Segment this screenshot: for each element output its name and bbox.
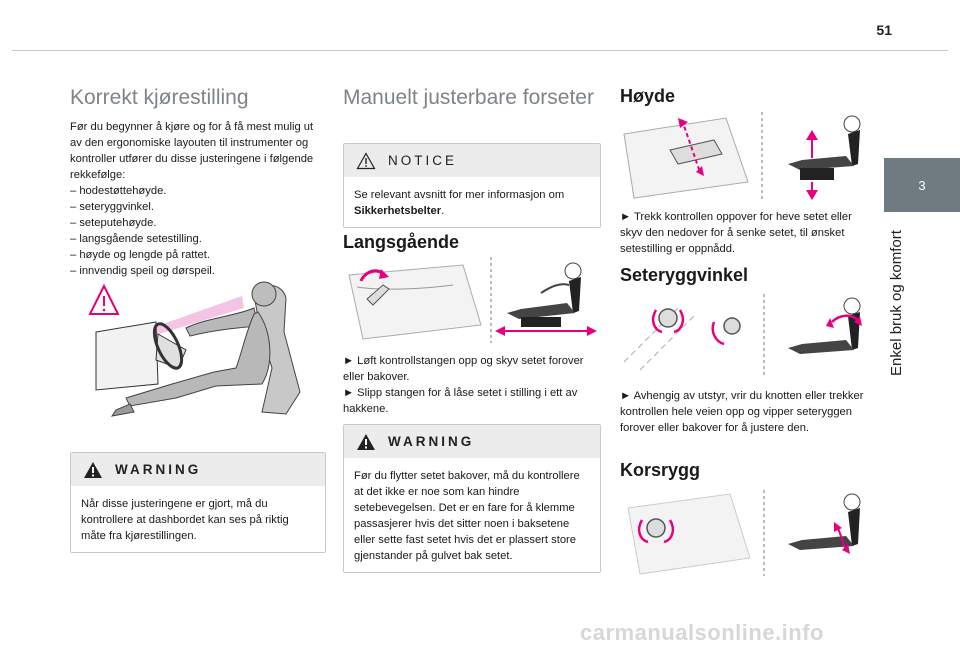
- warning-triangle-icon: [357, 433, 375, 450]
- list-item: – høyde og lengde på rattet.: [70, 249, 210, 261]
- header-rule: [12, 50, 948, 51]
- notice-box: NOTICE Se relevant avsnitt for mer infor…: [343, 143, 601, 228]
- notice-text: Se relevant avsnitt for mer informasjon …: [344, 177, 600, 227]
- notice-text-end: .: [441, 205, 445, 217]
- warning-box-1: WARNING Når disse justeringene er gjort,…: [70, 452, 326, 553]
- list-item: – langsgående setestilling.: [70, 233, 202, 245]
- subsection-title-langsgaende: Langsgående: [343, 232, 460, 252]
- notice-triangle-icon: [356, 151, 376, 169]
- section-title-korrekt: Korrekt kjørestilling: [70, 86, 249, 109]
- page-number: 51: [876, 22, 892, 38]
- list-item: – hodestøttehøyde.: [70, 185, 167, 197]
- longitudinal-adjustment-illustration: [348, 257, 597, 343]
- backrest-angle-illustration: [623, 294, 862, 378]
- watermark: carmanualsonline.info: [580, 620, 824, 645]
- warning-header: WARNING: [71, 453, 325, 486]
- subsection-title-hoyde: Høyde: [620, 86, 676, 106]
- chapter-tab[interactable]: 3: [884, 158, 960, 212]
- warning-triangle-icon: [88, 283, 120, 315]
- column-2: Manuelt justerbare forseter: [343, 86, 601, 110]
- subsection-title-seteryggvinkel: Seteryggvinkel: [620, 265, 749, 285]
- lumbar-adjustment-illustration: [627, 490, 861, 576]
- list-item: – seteputehøyde.: [70, 217, 157, 229]
- list-item: – seteryggvinkel.: [70, 201, 154, 213]
- step-text: ► Løft kontrollstangen opp og skyv setet…: [343, 355, 584, 383]
- list-item: – innvendig speil og dørspeil.: [70, 265, 215, 277]
- height-adjustment-illustration: [623, 112, 861, 200]
- adjustment-list: – hodestøttehøyde. – seteryggvinkel. – s…: [70, 183, 326, 279]
- langsgaende-steps: ► Løft kontrollstangen opp og skyv setet…: [343, 353, 601, 417]
- seteryggvinkel-text: ► Avhengig av utstyr, vrir du knotten el…: [620, 390, 864, 434]
- warning-triangle-icon: [84, 461, 102, 478]
- section-title-forseter: Manuelt justerbare forseter: [343, 86, 594, 109]
- warning-header: WARNING: [344, 425, 600, 458]
- warning-label: WARNING: [115, 462, 202, 477]
- column-1: Korrekt kjørestilling Før du begynner å …: [70, 86, 326, 279]
- notice-link-sikkerhetsbelter[interactable]: Sikkerhetsbelter: [354, 205, 442, 217]
- hoyde-text: ► Trekk kontrollen oppover for heve sete…: [620, 211, 852, 255]
- chapter-side-title: Enkel bruk og komfort: [878, 218, 918, 388]
- notice-header: NOTICE: [344, 144, 600, 177]
- warning-box-2: WARNING Før du flytter setet bakover, må…: [343, 424, 601, 573]
- warning-text: Når disse justeringene er gjort, må du k…: [81, 498, 289, 542]
- warning-text: Før du flytter setet bakover, må du kont…: [354, 470, 580, 562]
- notice-label: NOTICE: [388, 153, 458, 168]
- notice-text-plain: Se relevant avsnitt for mer informasjon …: [354, 189, 565, 201]
- intro-text: Før du begynner å kjøre og for å få mest…: [70, 121, 314, 181]
- warning-label: WARNING: [388, 434, 475, 449]
- step-text: ► Slipp stangen for å låse setet i still…: [343, 387, 578, 415]
- driving-position-illustration: [88, 281, 301, 417]
- subsection-title-korsrygg: Korsrygg: [620, 460, 701, 480]
- chapter-title-text: Enkel bruk og komfort: [888, 230, 905, 376]
